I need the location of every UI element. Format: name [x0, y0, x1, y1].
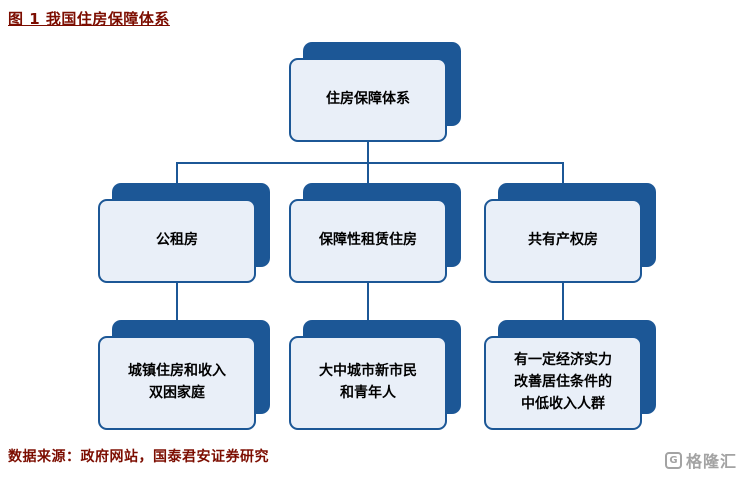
- connector-drop-center: [367, 162, 369, 202]
- node-target-public-rental: 城镇住房和收入 双困家庭: [98, 320, 270, 430]
- connector-mid-center: [367, 281, 369, 336]
- node-root-box: 住房保障体系: [289, 58, 447, 142]
- connector-mid-left: [176, 281, 178, 336]
- node-target-affordable-rental-label: 大中城市新市民 和青年人: [319, 363, 417, 401]
- connector-mid-right: [562, 281, 564, 336]
- node-root: 住房保障体系: [289, 42, 461, 142]
- connector-root-down: [367, 140, 369, 164]
- node-affordable-rental: 保障性租赁住房: [289, 183, 461, 283]
- node-target-shared-ownership: 有一定经济实力 改善居住条件的 中低收入人群: [484, 320, 656, 430]
- node-target-shared-ownership-label: 有一定经济实力 改善居住条件的 中低收入人群: [514, 352, 612, 412]
- node-public-rental: 公租房: [98, 183, 270, 283]
- watermark: G 格隆汇: [664, 448, 737, 472]
- figure-source: 数据来源：政府网站，国泰君安证券研究: [8, 449, 269, 465]
- node-affordable-rental-box: 保障性租赁住房: [289, 199, 447, 283]
- node-target-affordable-rental-box: 大中城市新市民 和青年人: [289, 336, 447, 430]
- node-affordable-rental-label: 保障性租赁住房: [319, 232, 417, 249]
- node-public-rental-label: 公租房: [156, 232, 198, 249]
- node-shared-ownership-label: 共有产权房: [528, 232, 598, 249]
- connector-drop-right: [562, 162, 564, 202]
- node-target-shared-ownership-box: 有一定经济实力 改善居住条件的 中低收入人群: [484, 336, 642, 430]
- node-shared-ownership: 共有产权房: [484, 183, 656, 283]
- node-target-affordable-rental: 大中城市新市民 和青年人: [289, 320, 461, 430]
- gelonghui-logo-icon: G: [664, 451, 682, 469]
- node-public-rental-box: 公租房: [98, 199, 256, 283]
- figure-title: 图 1 我国住房保障体系: [8, 10, 170, 28]
- node-root-label: 住房保障体系: [326, 91, 410, 108]
- node-target-public-rental-box: 城镇住房和收入 双困家庭: [98, 336, 256, 430]
- connector-horizontal: [176, 162, 564, 164]
- connector-drop-left: [176, 162, 178, 202]
- node-target-public-rental-label: 城镇住房和收入 双困家庭: [128, 363, 226, 401]
- node-shared-ownership-box: 共有产权房: [484, 199, 642, 283]
- watermark-text: 格隆汇: [685, 452, 737, 471]
